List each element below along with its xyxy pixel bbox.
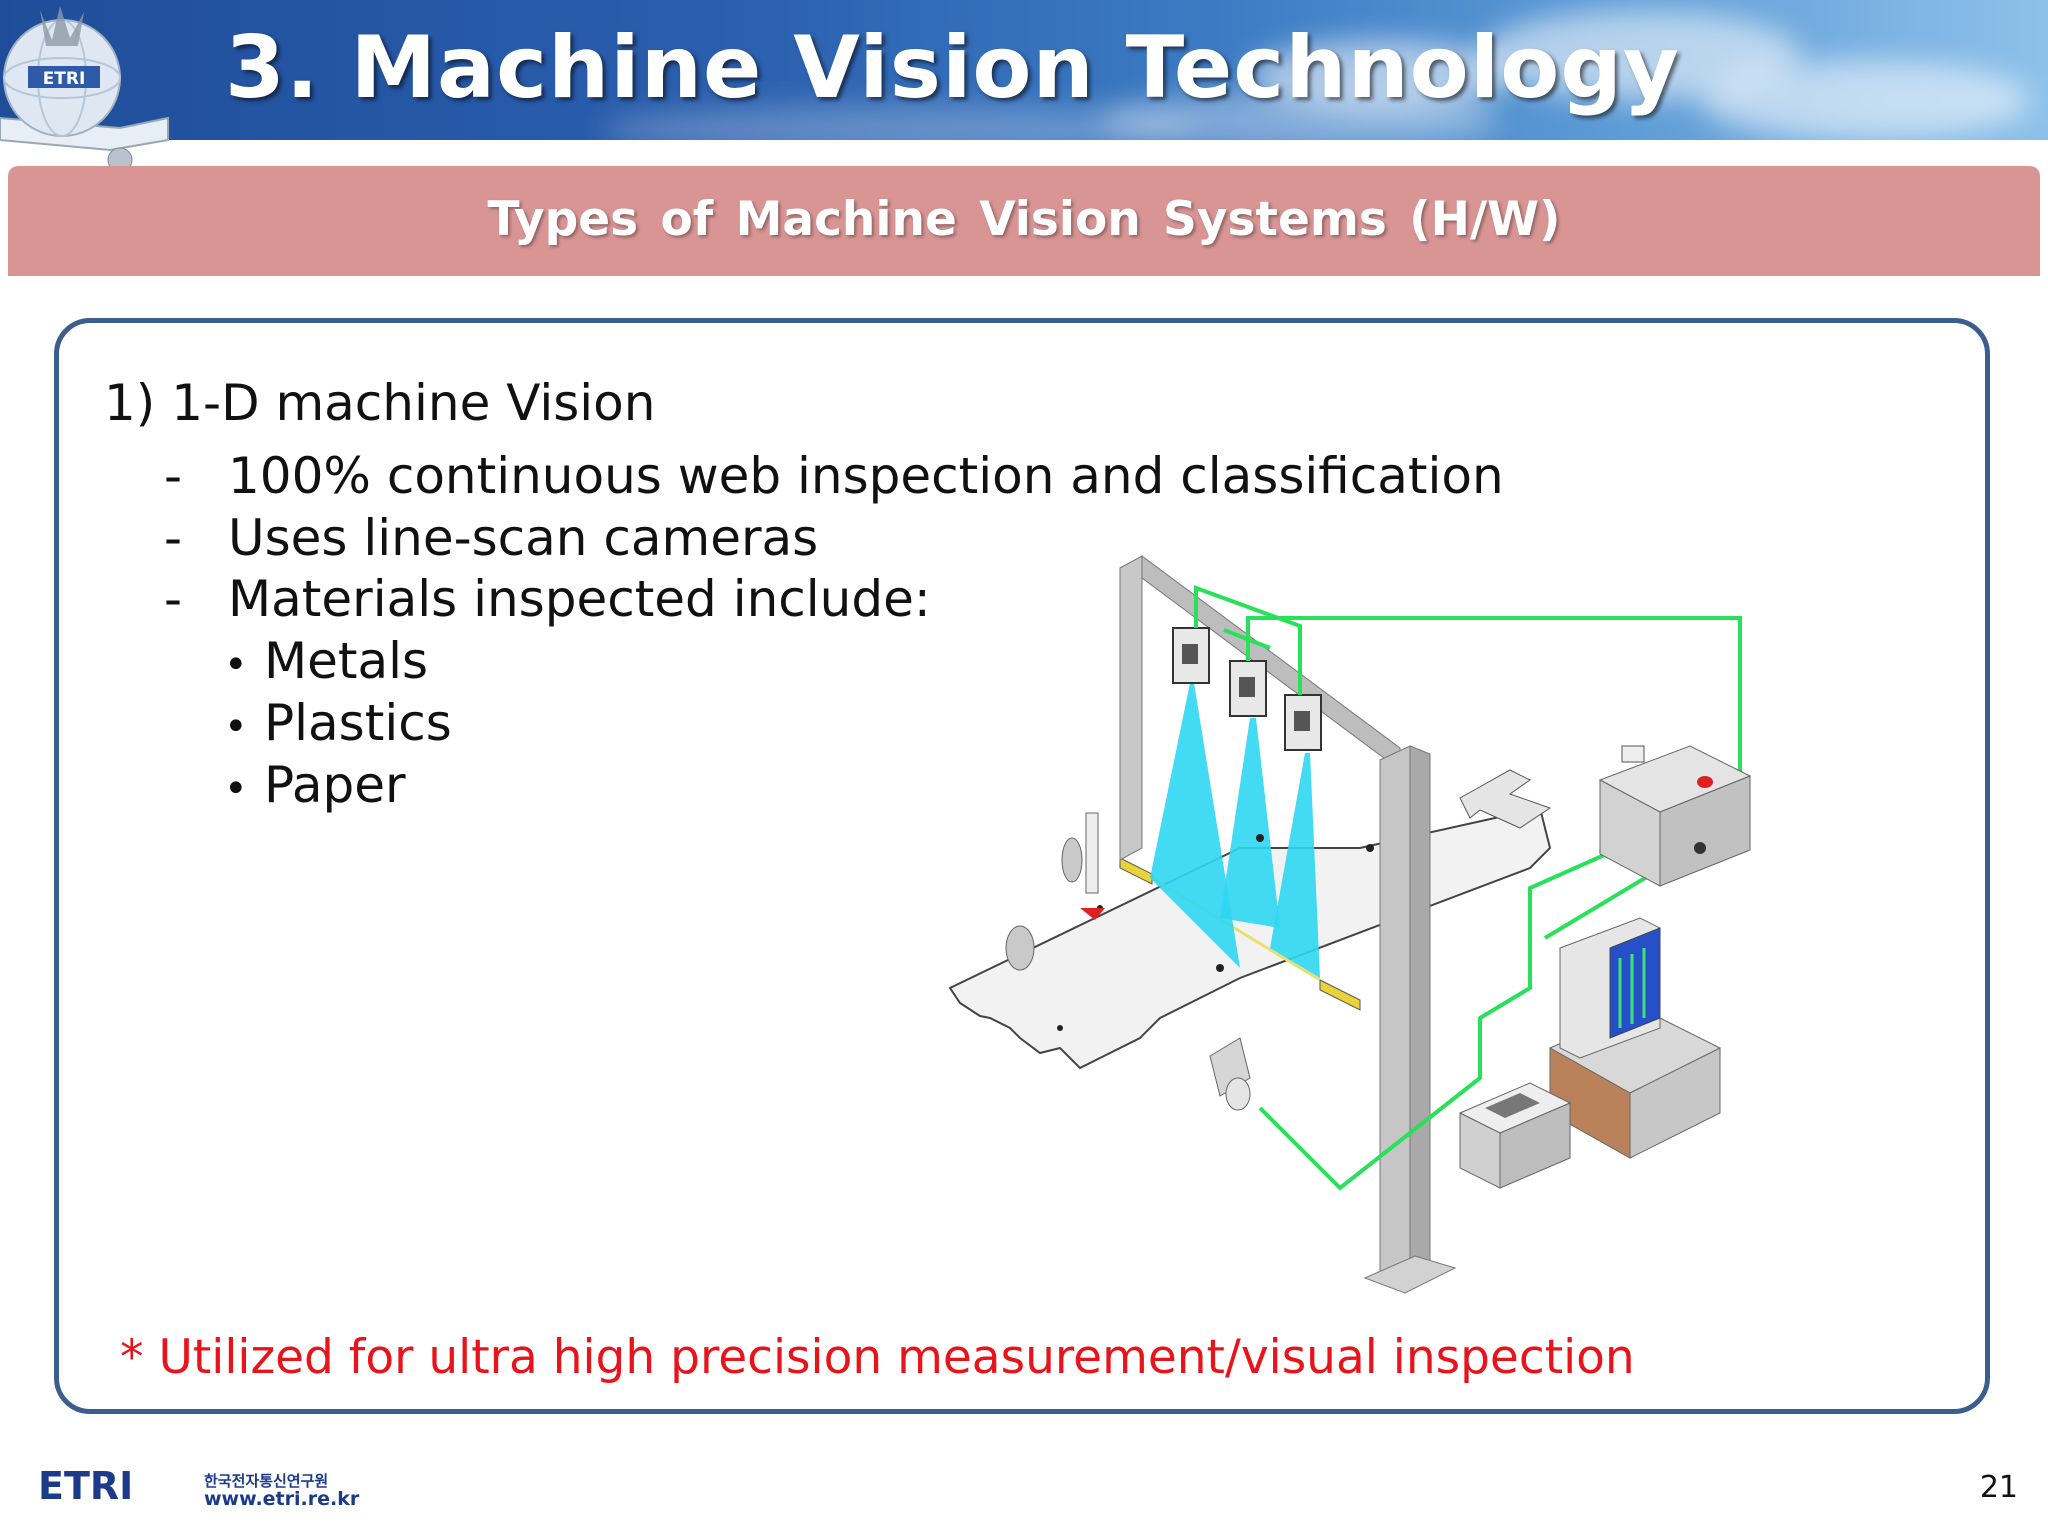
scan-line-marker <box>1319 979 1361 1011</box>
bullet-marker: • <box>224 766 248 812</box>
etri-globe-logo: ETRI <box>0 6 169 170</box>
web-direction-arrow <box>1459 769 1552 829</box>
dash-item: Uses line-scan cameras <box>228 509 819 567</box>
signal-cables <box>1194 585 1742 1191</box>
footer-logo-text: ETRI <box>38 1466 133 1506</box>
lower-roller <box>1005 925 1035 971</box>
section-title: Types of Machine Vision Systems (H/W) <box>487 192 1561 247</box>
dash-marker: - <box>164 447 183 505</box>
line-scan-camera <box>1172 627 1210 684</box>
scan-line-marker <box>1119 857 1153 885</box>
camera-beam <box>1270 753 1320 978</box>
dash-item: Materials inspected include: <box>228 570 931 628</box>
etri-footer-logo: ETRI <box>38 1466 133 1506</box>
page-number: 21 <box>1979 1470 2018 1505</box>
dash-item: 100% continuous web inspection and class… <box>228 447 1504 505</box>
printer <box>1458 1082 1572 1189</box>
bullet-marker: • <box>224 642 248 688</box>
bullet-item: Plastics <box>264 694 452 752</box>
bullet-marker: • <box>224 704 248 750</box>
footer-url: www.etri.re.kr <box>204 1488 360 1510</box>
bullet-item: Paper <box>264 756 406 814</box>
dash-marker: - <box>164 570 183 628</box>
line-scan-camera <box>1284 694 1322 751</box>
header-banner <box>0 0 2048 140</box>
bullet-item: Metals <box>264 632 429 690</box>
defect-marker-device <box>1085 812 1099 894</box>
gantry-right-post <box>1379 745 1411 1281</box>
section-bar: Types of Machine Vision Systems (H/W) <box>8 166 2040 276</box>
computer-workstation <box>1548 917 1722 1159</box>
footer-org-name: 한국전자통신연구원 <box>204 1472 329 1490</box>
gantry-left-post <box>1119 555 1143 861</box>
content-heading: 1) 1-D machine Vision <box>104 374 656 432</box>
controller-unit <box>1598 745 1752 887</box>
gantry-base <box>1363 1255 1457 1294</box>
camera-beam <box>1220 718 1280 928</box>
dash-marker: - <box>164 509 183 567</box>
globe-logo-text: ETRI <box>43 69 86 89</box>
upper-roller <box>1061 837 1083 883</box>
line-scan-system-illustration <box>948 555 1752 1294</box>
page-title: 3. Machine Vision Technology <box>225 18 1680 118</box>
footnote: * Utilized for ultra high precision meas… <box>120 1330 1635 1385</box>
camera-beam <box>1150 683 1240 968</box>
line-scan-camera <box>1229 660 1267 717</box>
